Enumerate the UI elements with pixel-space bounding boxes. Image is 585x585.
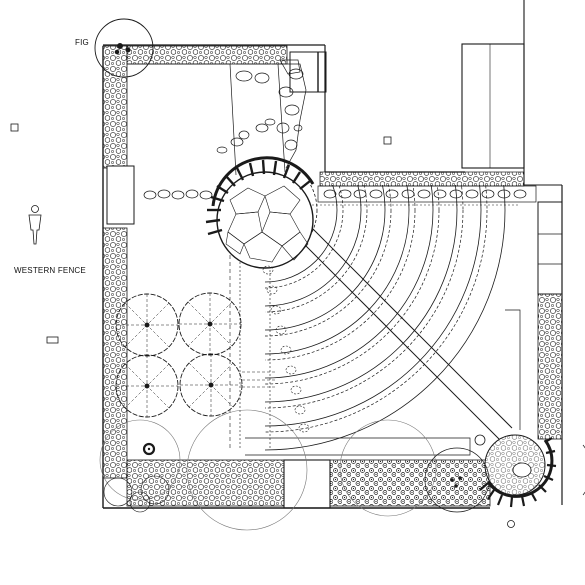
north-gate: [289, 51, 327, 93]
water-feature-dot: [142, 442, 156, 456]
northern-border-bed: [126, 45, 288, 65]
southern-border-bed-west: [126, 459, 285, 507]
marker-rect-west: [46, 336, 59, 344]
terrace-rows: [265, 185, 506, 451]
tree-group: [115, 292, 243, 418]
southern-border-bed-east: [329, 459, 491, 507]
plaza-seating-ring: [205, 156, 315, 236]
stepping-stones: [323, 189, 527, 199]
western-gate: [106, 165, 135, 225]
western-border-bed-top: [102, 45, 128, 169]
fig-tree: [94, 18, 154, 78]
tree-canopy-ne: [178, 292, 242, 356]
terrace-radial-guides: [239, 204, 520, 450]
west-stepping-stones: [143, 189, 213, 200]
eastern-border-bed: [537, 293, 563, 440]
nw-stepping-stones: [216, 118, 276, 154]
east-lawn-edge: [505, 309, 521, 430]
bench-marks: [242, 371, 275, 388]
diagonal-path: [297, 225, 513, 441]
south-stepping-stones: [262, 265, 310, 433]
sw-shrubs: [103, 475, 170, 513]
tree-canopy-se: [179, 353, 243, 417]
tree-canopy-sw: [115, 354, 179, 418]
marker-square-north: [383, 136, 392, 145]
south-lawn-edge: [245, 437, 471, 456]
marker-circle-south: [507, 520, 515, 528]
western-fence-label: WESTERN FENCE: [14, 266, 86, 275]
fig-label: FIG: [75, 38, 89, 47]
building-pebble-strip: [319, 171, 525, 187]
circular-plaza: [205, 156, 315, 269]
marker-square-west: [10, 123, 19, 132]
se-seating-node: [424, 434, 557, 513]
north-paving-path: [229, 59, 307, 176]
building-annex: [461, 43, 525, 169]
western-border-bed-bottom: [102, 227, 128, 479]
east-steps: [537, 201, 563, 295]
stepping-stones-strip: [317, 185, 537, 203]
scale-figure-icon: [28, 205, 42, 245]
southern-large-canopies: [99, 409, 437, 531]
